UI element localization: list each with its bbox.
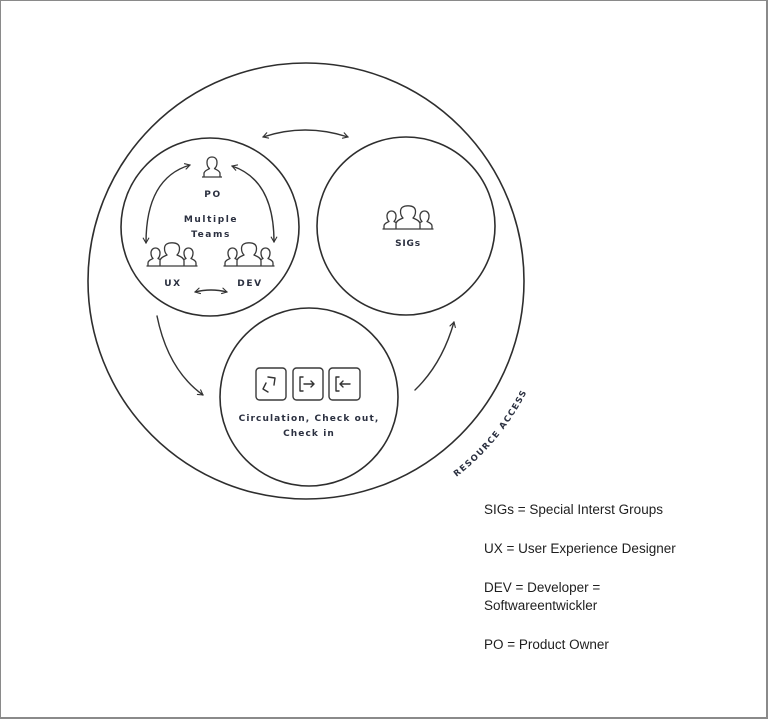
teams-title-line2: Teams <box>191 230 231 240</box>
circulation-label-line1: Circulation, Check out, <box>239 414 380 424</box>
po-label: PO <box>204 190 221 200</box>
check-out-icon <box>292 367 324 401</box>
legend-item-ux: UX = User Experience Designer <box>484 541 676 556</box>
po-person-icon <box>201 156 223 178</box>
legend-item-dev-line2: Softwareentwickler <box>484 598 598 613</box>
resource-access-label: RESOURCE ACCESS <box>452 388 530 479</box>
teams-title-line1: Multiple <box>184 215 238 225</box>
resource-access-label-text: RESOURCE ACCESS <box>452 388 528 479</box>
teams-sigs-double-arrow-icon <box>262 129 349 139</box>
po-dev-double-arrow-icon <box>231 164 278 243</box>
legend-item-dev-line1: DEV = Developer = <box>484 580 601 595</box>
ux-dev-double-arrow-icon <box>194 287 228 295</box>
sigs-circle <box>316 136 496 316</box>
legend-item-sigs: SIGs = Special Interst Groups <box>484 502 663 517</box>
circulation-to-sigs-arrow-icon <box>414 321 456 391</box>
legend-item-dev: DEV = Developer = Softwareentwickler <box>484 579 676 615</box>
ux-label: UX <box>164 279 181 289</box>
dev-group-icon <box>223 242 275 267</box>
legend-item-po: PO = Product Owner <box>484 637 609 652</box>
teams-circle <box>120 137 300 317</box>
ux-group-icon <box>146 242 198 267</box>
circulation-label-line2: Check in <box>283 429 335 439</box>
sigs-group-icon <box>382 205 434 230</box>
dev-label: DEV <box>237 279 262 289</box>
sigs-label: SIGs <box>395 239 421 249</box>
circulation-arrows-icon <box>255 367 287 401</box>
po-ux-double-arrow-icon <box>142 163 191 244</box>
circulation-circle <box>219 307 399 487</box>
teams-to-circulation-arrow-icon <box>156 315 204 396</box>
resource-access-ring <box>87 62 525 500</box>
legend: SIGs = Special Interst Groups UX = User … <box>484 501 676 675</box>
check-in-icon <box>328 367 361 401</box>
